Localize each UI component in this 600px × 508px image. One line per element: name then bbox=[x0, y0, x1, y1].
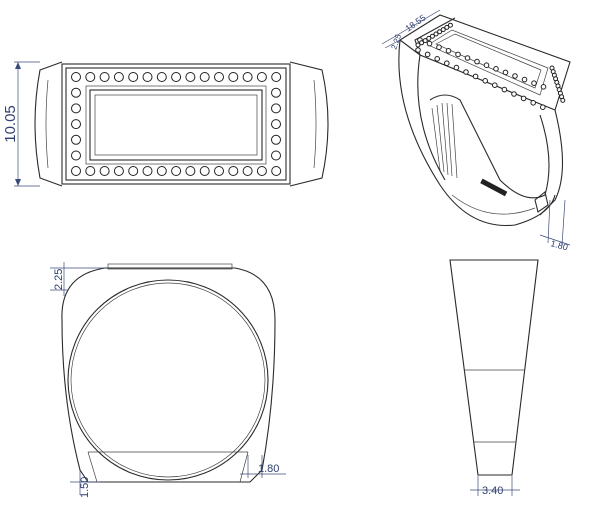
stone bbox=[424, 51, 431, 58]
stone bbox=[71, 72, 81, 82]
stone bbox=[185, 72, 196, 82]
stone bbox=[71, 166, 81, 176]
stone bbox=[171, 72, 182, 82]
dimension-10-05: 10.05 bbox=[2, 61, 40, 187]
stone bbox=[85, 166, 96, 176]
front-view bbox=[61, 263, 276, 483]
stone bbox=[128, 166, 139, 176]
stone bbox=[214, 166, 224, 176]
stone bbox=[501, 86, 508, 93]
stone bbox=[271, 72, 282, 82]
stone bbox=[142, 72, 153, 82]
stone bbox=[530, 100, 537, 106]
stone bbox=[271, 103, 281, 114]
stone bbox=[429, 33, 435, 39]
stone bbox=[113, 166, 124, 176]
perspective-view bbox=[398, 14, 571, 227]
dimension-label: 3.40 bbox=[482, 485, 503, 497]
stone bbox=[228, 72, 239, 82]
stone bbox=[521, 76, 528, 83]
stone bbox=[493, 66, 499, 72]
stone bbox=[71, 134, 81, 145]
stone bbox=[444, 24, 450, 30]
stone-border bbox=[415, 22, 566, 110]
stone bbox=[156, 72, 167, 82]
stone bbox=[71, 150, 81, 161]
stone bbox=[415, 47, 421, 53]
side-view bbox=[449, 259, 539, 476]
stone bbox=[99, 166, 110, 176]
stone bbox=[228, 166, 239, 176]
stone bbox=[71, 87, 81, 98]
stone bbox=[453, 64, 460, 71]
stone bbox=[242, 166, 253, 176]
stone bbox=[271, 150, 281, 161]
stone bbox=[199, 166, 210, 176]
stone bbox=[99, 72, 110, 82]
stone bbox=[482, 78, 489, 84]
stone bbox=[256, 166, 267, 176]
stone bbox=[271, 134, 281, 145]
stone bbox=[464, 55, 471, 61]
stone bbox=[271, 166, 282, 176]
dimension-label: 1.50 bbox=[79, 477, 91, 498]
stone bbox=[422, 38, 428, 44]
stone bbox=[445, 48, 452, 54]
stone bbox=[531, 80, 537, 86]
stone bbox=[474, 58, 480, 65]
stone bbox=[142, 166, 153, 176]
dimension-label: 2.25 bbox=[53, 269, 65, 290]
stone bbox=[440, 27, 446, 33]
stone bbox=[437, 29, 443, 35]
stone bbox=[434, 56, 441, 62]
front-dimensions: 2.25 1.80 1.50 bbox=[50, 262, 286, 498]
stone bbox=[540, 104, 546, 110]
dimension-label: 10.05 bbox=[2, 105, 19, 143]
stone bbox=[199, 72, 210, 82]
stone bbox=[560, 97, 566, 103]
stone bbox=[520, 95, 527, 102]
stone bbox=[483, 62, 490, 68]
stone bbox=[85, 72, 96, 82]
stone bbox=[128, 72, 139, 82]
dimension-label: 1.80 bbox=[258, 463, 279, 475]
stone bbox=[185, 166, 196, 176]
stone bbox=[71, 103, 81, 114]
stone bbox=[540, 84, 547, 90]
stone bbox=[271, 87, 281, 98]
stone bbox=[426, 40, 433, 47]
stone bbox=[156, 166, 167, 176]
stone bbox=[171, 166, 182, 176]
stone bbox=[436, 44, 442, 51]
stone bbox=[492, 82, 498, 88]
stone bbox=[463, 69, 469, 75]
stone bbox=[511, 91, 517, 97]
stone bbox=[447, 22, 453, 28]
stone bbox=[455, 51, 461, 58]
stone bbox=[214, 72, 224, 82]
stone-border bbox=[71, 72, 282, 176]
stone bbox=[512, 73, 518, 79]
stone bbox=[71, 119, 81, 130]
stone bbox=[433, 31, 439, 37]
stone bbox=[113, 72, 124, 82]
dimension-label: 1.80 bbox=[549, 238, 569, 252]
stone bbox=[256, 72, 267, 82]
side-dimensions: 3.40 bbox=[470, 476, 520, 497]
stone bbox=[444, 60, 450, 67]
stone bbox=[419, 40, 425, 46]
top-view bbox=[34, 61, 329, 187]
stone bbox=[472, 73, 479, 80]
stone bbox=[271, 119, 281, 130]
stone bbox=[415, 42, 421, 48]
stone bbox=[502, 69, 509, 76]
stone bbox=[426, 35, 432, 41]
stone bbox=[242, 72, 253, 82]
